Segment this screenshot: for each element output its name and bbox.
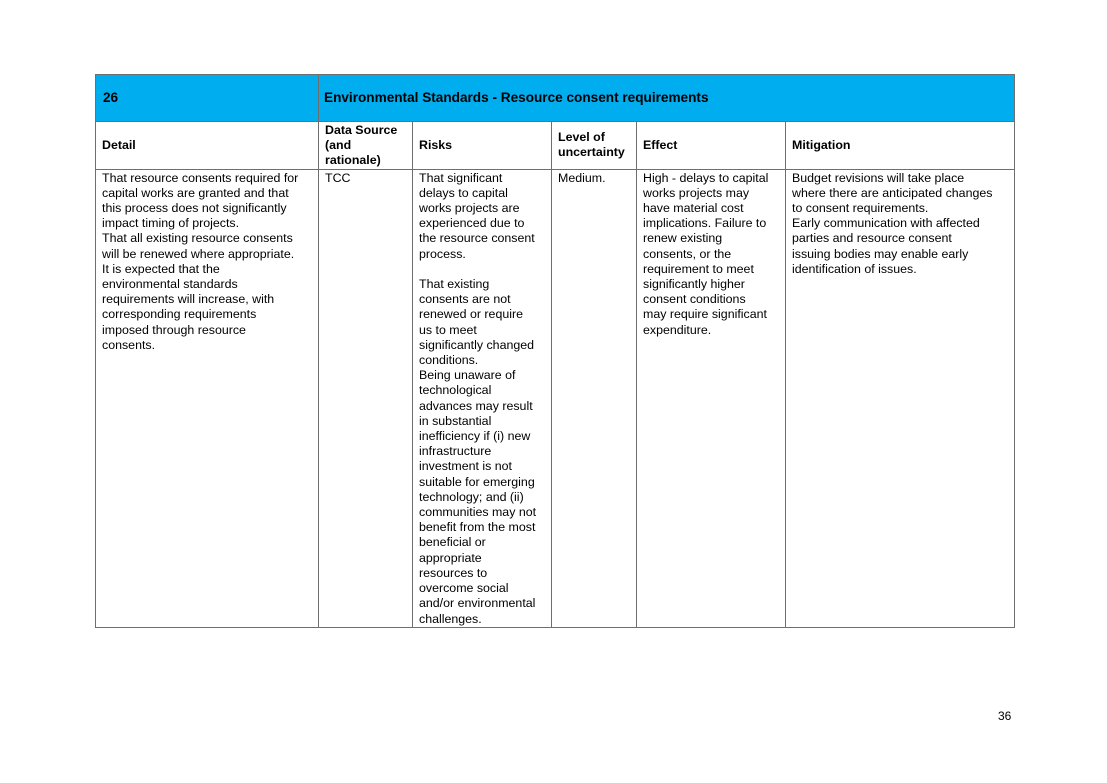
cell-effect: High - delays to capital works projects … [636, 168, 786, 628]
header-effect: Effect [636, 121, 786, 170]
cell-mitigation: Budget revisions will take place where t… [784, 168, 1016, 628]
cell-risks: That significant delays to capital works… [412, 168, 552, 628]
header-row: Detail Data Source (and rationale) Risks… [95, 121, 1016, 170]
table-row: That resource consents required for capi… [95, 168, 1016, 628]
header-uncertainty: Level of uncertainty [551, 121, 637, 170]
header-data-source: Data Source (and rationale) [318, 121, 413, 170]
header-mitigation: Mitigation [784, 121, 1016, 170]
cell-uncertainty: Medium. [551, 168, 637, 628]
section-number: 26 [95, 74, 319, 122]
section-title-row: 26 Environmental Standards - Resource co… [95, 74, 1016, 122]
cell-detail: That resource consents required for capi… [95, 168, 319, 628]
cell-data-source: TCC [318, 168, 413, 628]
header-risks: Risks [412, 121, 552, 170]
section-title: Environmental Standards - Resource conse… [317, 74, 1016, 122]
risk-table: 26 Environmental Standards - Resource co… [95, 74, 1016, 628]
page-number: 36 [998, 709, 1012, 723]
header-detail: Detail [95, 121, 319, 170]
